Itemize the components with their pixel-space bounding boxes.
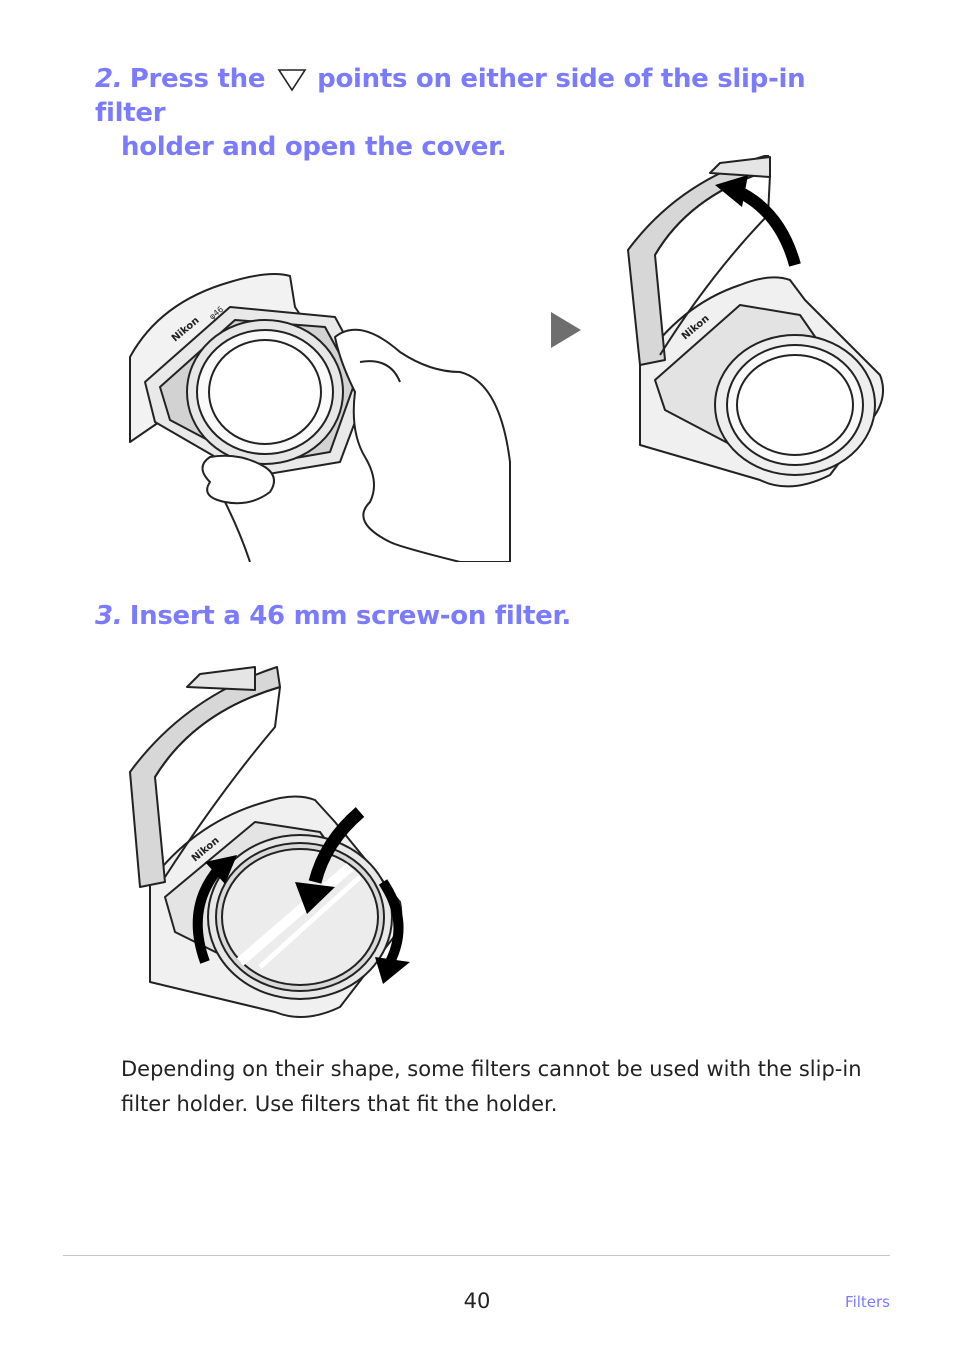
step-2-text-line2: holder and open the cover. — [121, 132, 507, 162]
figure-insert-filter: Nikon — [129, 666, 410, 1018]
figure-hand-pressing-holder: Nikon φ46 — [129, 273, 511, 562]
figure-cover-opened: Nikon — [627, 155, 885, 488]
step-2-number: 2. — [95, 64, 123, 94]
step-2-text-before: Press the — [129, 64, 266, 94]
note-paragraph: Depending on their shape, some filters c… — [121, 1057, 862, 1116]
section-link[interactable]: Filters — [845, 1293, 890, 1311]
step-3-number: 3. — [95, 601, 123, 631]
down-triangle-outline-icon — [277, 69, 307, 92]
step-2-text-after: points on either side of the slip-in fil… — [95, 64, 806, 128]
step-3-text: Insert a 46 mm screw-on filter. — [129, 601, 571, 631]
step-3-heading: 3. Insert a 46 mm screw-on filter. — [95, 599, 571, 633]
page-number: 40 — [463, 1289, 491, 1313]
play-triangle-icon — [551, 312, 581, 348]
footer-divider — [63, 1255, 890, 1256]
